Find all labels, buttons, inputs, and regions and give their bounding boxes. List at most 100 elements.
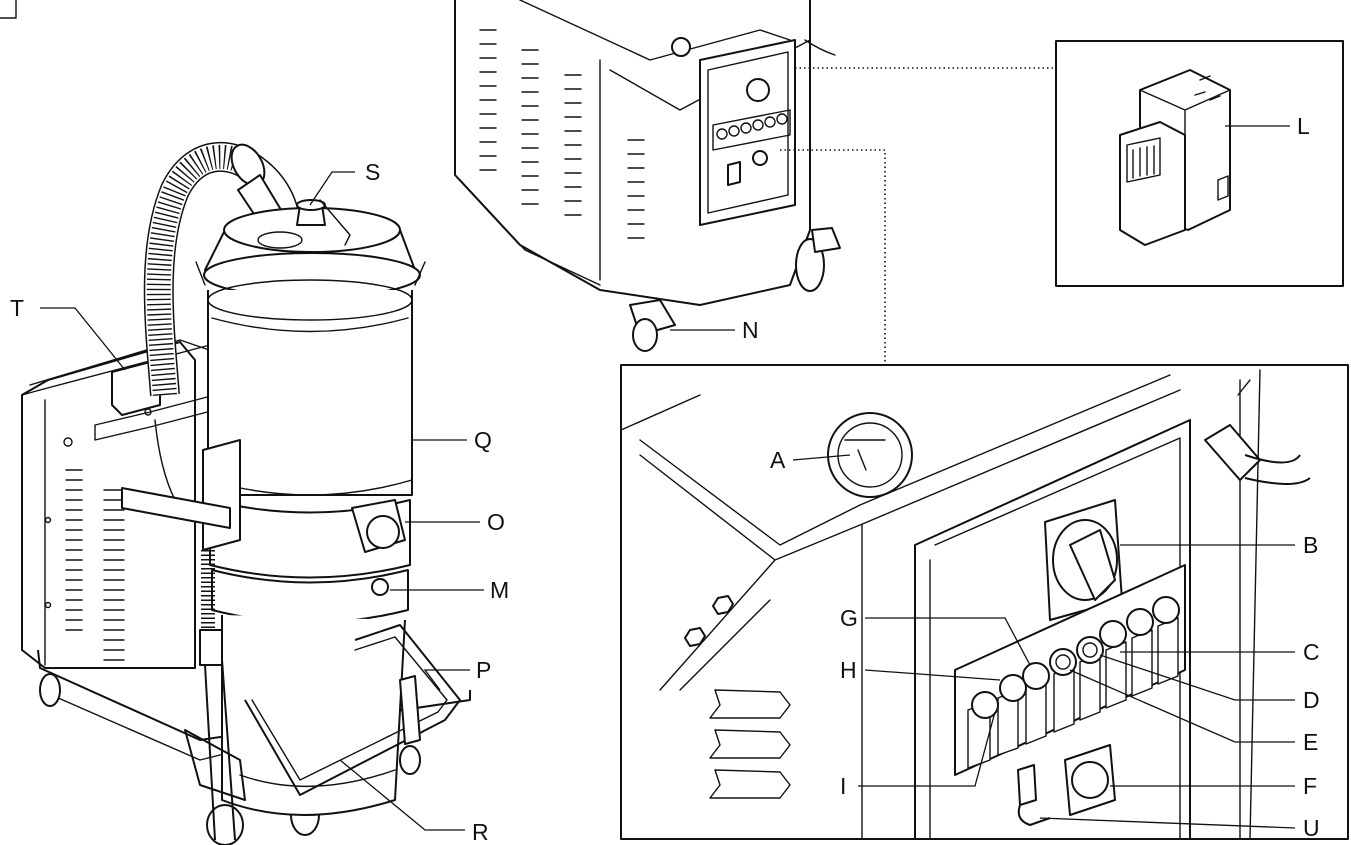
bin-band [211,317,409,333]
frame-plate [184,729,246,801]
relay-L [1119,69,1231,246]
wheel [399,745,421,775]
caster-N [632,318,658,352]
vacuum-gauge-face [837,422,903,488]
screw [63,437,73,447]
tank-base [239,769,396,788]
socket-F [1071,761,1109,799]
cable-gland [1204,424,1261,481]
relay-terminals [1126,137,1161,183]
shaker-lever [319,199,351,246]
socket-O-cap [366,515,400,549]
button-E [1049,648,1077,676]
gauge-needle [844,439,886,471]
switch-strip [712,109,791,151]
vacuum-cleaner-machine [21,142,471,845]
panel-cover-edge [639,374,1171,546]
main-switch-B-handle [1069,529,1116,601]
button-I [971,691,999,719]
panel-detail [620,369,1311,840]
label-I: I [840,773,846,799]
machine-top-view [454,0,841,352]
socket-small [752,150,768,166]
button-G [1022,662,1050,690]
label-B: B [1303,532,1318,558]
label-S: S [365,159,380,185]
button-C3 [1152,596,1180,624]
bolt [712,595,734,615]
gauge-small [671,37,691,57]
button-C2 [1126,608,1154,636]
knob-M [371,578,389,596]
lower-tank-R [221,615,406,816]
switches-small [716,113,788,140]
label-H: H [840,657,857,683]
bin-rim [207,279,413,321]
machine-cable [804,39,836,56]
label-T: T [10,295,24,321]
label-P: P [476,657,491,683]
panel-cover-edge-2 [639,389,1181,561]
panel-louvers [709,689,791,799]
connector-panel [780,149,886,365]
plug-U [1017,764,1037,806]
bolt [684,627,706,647]
power-cable [1244,454,1311,485]
leader-lines [40,125,1296,831]
control-panel-inner [707,51,789,214]
panel-slope [659,559,776,691]
base-frame [37,649,471,741]
spring-foot [199,629,223,666]
label-L: L [1297,113,1310,139]
horizontal-bracket [121,487,231,529]
screw [144,408,152,416]
button-D [1076,636,1104,664]
label-D: D [1303,687,1320,713]
frame-leg [204,659,236,841]
cabinet-top-rail-2 [29,339,216,386]
screw [44,601,52,609]
relay-top-marks [1194,75,1221,101]
relay-clip [1217,175,1229,201]
button-H [999,674,1027,702]
hose-ribs [146,145,263,396]
lid-inlet [257,231,303,249]
part-labels: S T Q O M P R N L A B G C H D E I F U [10,113,1320,845]
label-R: R [472,819,489,845]
main-switch-small [746,78,770,102]
label-Q: Q [474,427,492,453]
vacuum-gauge-A [827,412,913,498]
button-E-inner [1055,654,1071,670]
relay-terminal-lines [1132,145,1155,179]
wheel [39,673,61,707]
relay-detail-frame [1055,40,1344,287]
panel-slope-2 [679,599,771,691]
label-E: E [1303,729,1318,755]
button-C [1099,620,1127,648]
brake-pedal-rear [811,227,841,253]
cable [154,419,176,501]
label-F: F [1303,773,1317,799]
corner-mark [0,0,17,19]
bin-clamps [195,261,426,286]
handle-latch [399,675,421,745]
label-U: U [1303,815,1320,841]
vertical-bracket [202,439,241,551]
screw [44,516,52,524]
machine-top-edge [519,0,791,61]
button-D-inner [1082,642,1098,658]
machine-base [459,179,601,286]
plug-U-cable [1017,804,1051,826]
panel-line [620,394,701,431]
cabinet-louvers [65,469,125,661]
handle-P [244,624,461,796]
label-A: A [770,447,786,473]
label-N: N [742,317,759,343]
machine-louvers [479,29,645,239]
control-panel-plate-inner [934,437,1181,840]
panel-right-top [1237,379,1251,396]
plug-small [727,161,741,186]
label-G: G [840,605,858,631]
